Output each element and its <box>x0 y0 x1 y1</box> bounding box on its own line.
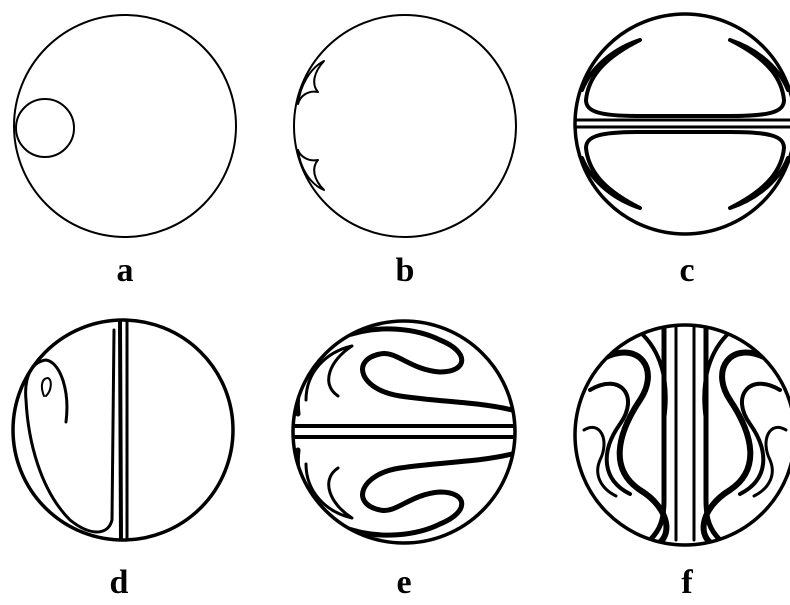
panel-label-c: c <box>679 254 694 288</box>
inner-curl-d <box>42 378 51 396</box>
panel-label-b: b <box>396 254 415 288</box>
container-circle-a <box>14 15 236 237</box>
panel-a <box>14 15 236 237</box>
panel-label-f: f <box>681 566 692 600</box>
container-circle-b <box>294 15 516 237</box>
upper-fold-inner-e <box>306 346 352 400</box>
panel-e <box>292 321 516 543</box>
panel-c <box>575 14 790 234</box>
lower-fold-inner-e <box>306 464 352 518</box>
lower-lobe-c <box>582 132 788 208</box>
vertical-filament-1-d <box>120 322 121 540</box>
panel-label-e: e <box>396 566 411 600</box>
upper-lobe-c <box>582 40 788 116</box>
panel-b <box>294 15 516 237</box>
panel-label-a: a <box>117 254 134 288</box>
container-circle-d <box>13 320 233 540</box>
panel-f <box>575 325 790 548</box>
container-circle-e <box>293 321 515 543</box>
panel-label-d: d <box>110 566 129 600</box>
panel-d <box>13 320 233 540</box>
container-circle-c <box>575 14 790 234</box>
initial-blob-a <box>16 99 74 157</box>
